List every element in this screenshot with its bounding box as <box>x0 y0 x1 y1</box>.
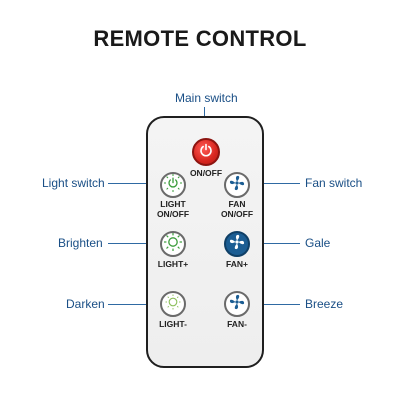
page-title: REMOTE CONTROL <box>93 26 307 51</box>
light-on-off-button[interactable] <box>160 172 186 198</box>
fan-on-off-button[interactable] <box>224 172 250 198</box>
power-button-label: ON/OFF <box>189 168 223 178</box>
brightness-low-icon <box>163 292 183 317</box>
light-on-off-label-line2: ON/OFF <box>156 209 190 219</box>
callout-gale: Gale <box>305 236 331 250</box>
leader-line-darken <box>108 304 160 305</box>
leader-line-brighten <box>108 243 160 244</box>
callout-light-switch: Light switch <box>42 176 105 190</box>
light-minus-label: LIGHT- <box>159 319 187 329</box>
remote-control-body: ON/OFF LIGHT ON/OFF <box>146 116 264 368</box>
callout-darken: Darken <box>66 297 105 311</box>
fan-plus-button[interactable] <box>224 231 250 257</box>
power-icon <box>199 143 213 162</box>
leader-line-breeze <box>248 304 300 305</box>
power-button[interactable] <box>192 138 220 166</box>
fan-minus-button[interactable] <box>224 291 250 317</box>
brightness-high-icon <box>163 232 183 257</box>
leader-line-gale <box>248 243 300 244</box>
light-on-off-label-line1: LIGHT <box>160 199 186 209</box>
fan-on-off-label-line1: FAN <box>228 199 246 209</box>
fan-icon <box>228 174 246 197</box>
fan-low-icon <box>228 293 246 316</box>
light-minus-button[interactable] <box>160 291 186 317</box>
fan-on-off-label-line2: ON/OFF <box>220 209 254 219</box>
light-plus-button[interactable] <box>160 231 186 257</box>
callout-brighten: Brighten <box>58 236 103 250</box>
light-plus-label: LIGHT+ <box>157 259 189 269</box>
fan-minus-label: FAN- <box>227 319 247 329</box>
fan-high-icon <box>228 233 246 256</box>
callout-fan-switch: Fan switch <box>305 176 363 190</box>
leader-line-light-switch <box>108 183 160 184</box>
light-power-icon <box>163 173 183 198</box>
callout-main-switch: Main switch <box>175 91 238 105</box>
callout-breeze: Breeze <box>305 297 344 311</box>
leader-line-fan-switch <box>248 183 300 184</box>
fan-plus-label: FAN+ <box>226 259 248 269</box>
